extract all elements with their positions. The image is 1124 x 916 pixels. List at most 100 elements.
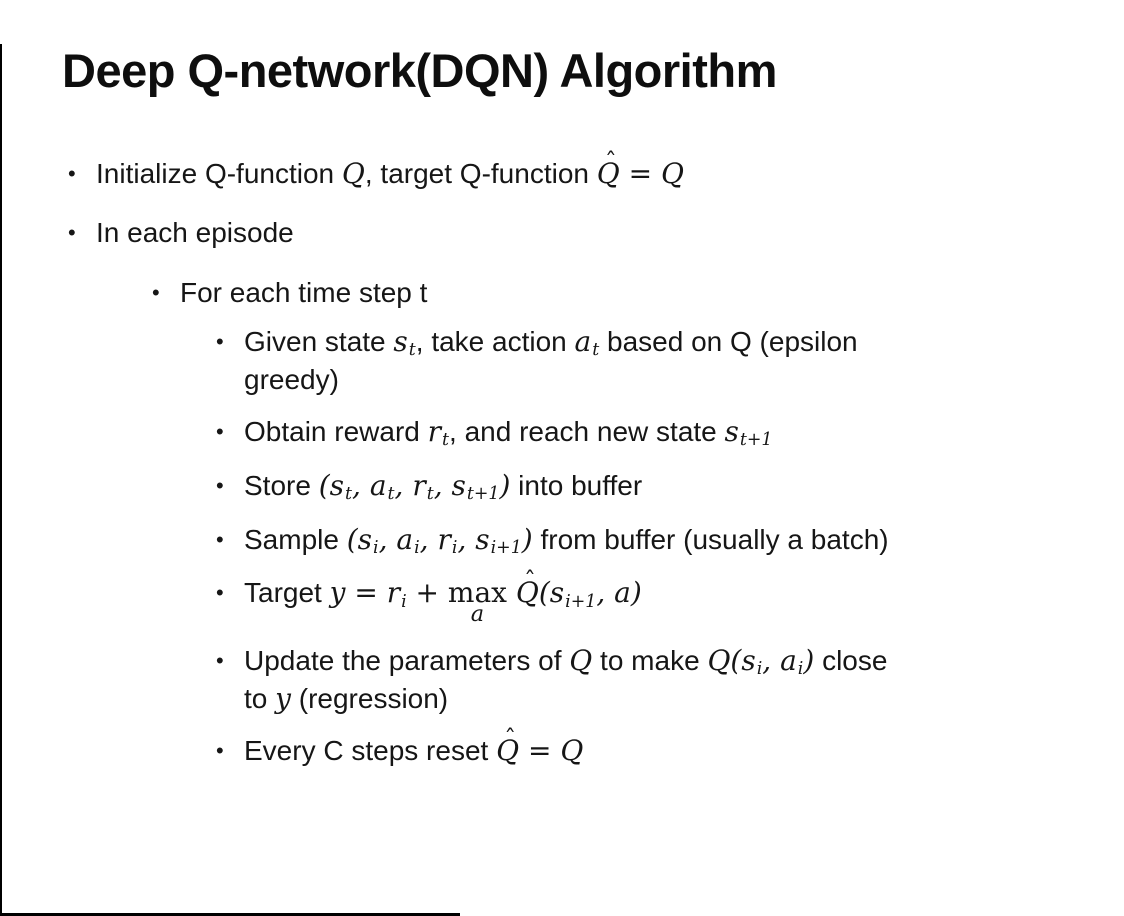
text-run: (regression)	[290, 682, 449, 714]
subscript: t	[345, 484, 352, 505]
math-run: a	[614, 576, 631, 610]
bullet-glyph: •	[216, 648, 224, 674]
subscript: i+1	[565, 591, 597, 612]
bullet-text: Given state st, take action at based on …	[244, 324, 1124, 398]
math-run: rt	[412, 469, 434, 505]
text-run: Obtain reward	[244, 416, 428, 448]
bullet-item-l3: • Sample (si, ai, ri, si+1) from buffer (…	[0, 522, 1124, 560]
math-run: ,	[433, 469, 452, 503]
math-run: st+1	[724, 415, 773, 451]
math-run: ,	[378, 522, 397, 556]
text-run: from buffer (usually a batch)	[532, 523, 889, 555]
math-run: st	[329, 469, 352, 505]
slide-left-border	[0, 44, 2, 916]
bullet-glyph: •	[216, 329, 224, 355]
math-run: ,	[596, 576, 615, 610]
math-run: ,	[457, 522, 476, 556]
bullet-glyph: •	[216, 473, 224, 499]
math-run: at	[574, 325, 600, 361]
text-run: Target	[244, 577, 330, 609]
math-run: (	[730, 644, 742, 678]
math-run: si	[741, 644, 763, 680]
text-run: , target Q-function	[364, 158, 597, 190]
subscript: t	[442, 430, 450, 451]
math-run: =	[519, 734, 561, 768]
math-run: st+1	[451, 469, 500, 505]
math-run: (	[346, 522, 358, 556]
math-run: ,	[394, 469, 413, 503]
subscript: t+1	[466, 484, 500, 505]
text-run: For each time step t	[180, 276, 428, 308]
math-run: =	[619, 157, 661, 191]
subscript: t	[426, 484, 434, 505]
subscript: i	[756, 659, 763, 680]
math-run: ,	[762, 644, 781, 678]
math-run: ai	[780, 644, 804, 680]
text-run: , take action	[415, 326, 575, 358]
text-run: into buffer	[510, 470, 643, 502]
math-run: ai	[396, 522, 420, 558]
subscript: t	[592, 340, 600, 361]
math-run: ri	[437, 522, 458, 558]
text-run: to	[244, 682, 276, 714]
text-run: greedy)	[244, 363, 339, 395]
bullet-item-l3: •Update the parameters of Q to make Q(si…	[0, 643, 1124, 717]
bullet-text: Update the parameters of Q to make Q(si,…	[244, 643, 1124, 717]
math-run: at	[369, 469, 395, 505]
math-run: rt	[427, 415, 450, 451]
math-run: ,	[352, 469, 370, 503]
text-run: Update the parameters of	[244, 645, 570, 677]
bullet-item-l1: •In each episode	[0, 215, 1124, 251]
hat-accent: ˆ	[524, 566, 536, 595]
bullet-glyph: •	[216, 738, 224, 764]
subscript: i+1	[490, 537, 522, 558]
bullet-item-l3: •Given state st, take action at based on…	[0, 324, 1124, 398]
subscript: i	[401, 591, 407, 612]
bullet-item-l1: •Initialize Q-function Q, target Q-funct…	[0, 147, 1124, 192]
text-run: to make	[592, 645, 708, 677]
math-run: Q	[569, 644, 593, 678]
bullet-glyph: •	[216, 580, 224, 606]
bullet-item-l2: • For each time step t	[0, 275, 1124, 311]
bullet-item-l3: • Obtain reward rt, and reach new state s…	[0, 414, 1124, 452]
math-run: )	[499, 469, 511, 503]
bullet-text: In each episode	[96, 215, 1124, 251]
math-run: (	[318, 469, 330, 503]
text-run: based on Q (epsilon	[599, 326, 858, 358]
math-run	[507, 576, 516, 609]
text-run: Store	[244, 470, 319, 502]
math-run: Q	[560, 734, 584, 768]
math-run: y	[275, 681, 291, 715]
max-under-argument: a	[470, 601, 485, 627]
subscript: i	[451, 537, 458, 558]
math-run: =	[345, 576, 387, 610]
math-run: )	[521, 522, 533, 556]
bullet-glyph: •	[152, 279, 160, 305]
text-run: Given state	[244, 326, 394, 358]
math-run: y	[329, 576, 346, 610]
hat-accent: ˆ	[604, 147, 617, 176]
hat-accent: ˆ	[504, 724, 517, 753]
math-run: Q	[707, 644, 731, 678]
text-run: , and reach new state	[449, 416, 725, 448]
bullet-glyph: •	[216, 419, 224, 445]
text-run: Every C steps reset	[244, 735, 497, 767]
bullet-text: Sample (si, ai, ri, si+1) from buffer (u…	[244, 522, 1124, 560]
math-run: ,	[419, 522, 438, 556]
subscript: t	[387, 484, 395, 505]
subscript: i	[797, 659, 804, 680]
bullet-glyph: •	[216, 526, 224, 552]
bullet-list: •Initialize Q-function Q, target Q-funct…	[0, 147, 1124, 770]
math-run: si+1	[475, 522, 522, 558]
text-run: In each episode	[96, 217, 294, 249]
math-run: +	[406, 576, 448, 610]
bullet-text: Obtain reward rt, and reach new state st…	[244, 414, 1124, 452]
math-run: )	[803, 644, 815, 678]
